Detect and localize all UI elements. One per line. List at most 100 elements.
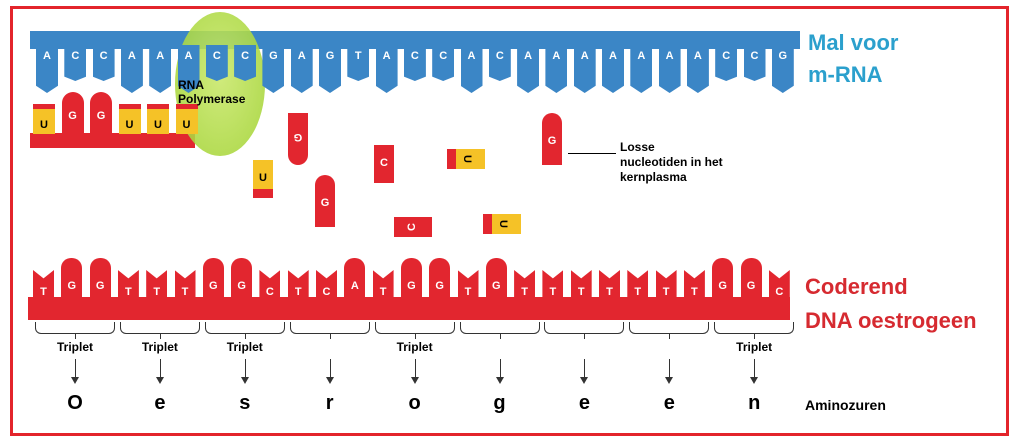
template-base: A — [290, 45, 313, 93]
coding-base: C — [316, 270, 337, 298]
coding-base: T — [627, 270, 649, 298]
template-base: A — [149, 45, 172, 93]
coding-base: T — [599, 270, 620, 298]
arrow-icon — [155, 359, 164, 384]
brace-tip — [329, 333, 331, 339]
coding-base: T — [287, 270, 309, 298]
template-base: C — [743, 45, 766, 81]
brace-tip — [499, 333, 501, 339]
arrow-icon — [71, 359, 79, 384]
coding-base: T — [542, 270, 564, 298]
free-nucleotide: U — [253, 160, 273, 198]
coding-base: T — [514, 270, 536, 298]
coding-base: G — [231, 258, 253, 298]
brace-tip — [414, 333, 416, 339]
amino-acid: e — [154, 392, 166, 414]
free-label-1: Losse — [620, 140, 655, 154]
free-label-2: nucleotiden in het — [620, 155, 723, 169]
template-base: G — [262, 45, 285, 93]
mrna-backbone — [30, 133, 195, 148]
template-base: A — [517, 45, 540, 93]
template-base: A — [573, 45, 596, 93]
coding-base: T — [33, 270, 54, 298]
brace-tip — [669, 333, 671, 339]
arrow-icon — [495, 359, 504, 384]
arrow-icon — [750, 359, 759, 384]
coding-backbone — [28, 297, 790, 320]
polymerase-label-1: RNA — [178, 78, 204, 92]
coding-base: T — [570, 270, 592, 298]
template-base: G — [771, 45, 794, 93]
template-base: A — [686, 45, 709, 93]
polymerase-label-2: Polymerase — [178, 92, 246, 106]
amino-acid: n — [748, 392, 761, 414]
coding-base: T — [683, 270, 705, 298]
template-base: A — [545, 45, 568, 93]
brace-tip — [244, 333, 246, 339]
template-base: T — [347, 45, 370, 81]
free-label-3: kernplasma — [620, 170, 687, 184]
template-base: C — [205, 45, 228, 81]
template-base: C — [432, 45, 455, 81]
arrow-icon — [410, 359, 419, 384]
template-base: A — [658, 45, 681, 93]
free-nucleotide: C — [374, 145, 394, 183]
amino-acid: g — [493, 392, 506, 414]
template-base: A — [602, 45, 624, 93]
template-base: A — [375, 45, 398, 93]
amino-label: Aminozuren — [805, 397, 886, 413]
coding-base: G — [400, 258, 422, 298]
coding-base: G — [429, 258, 451, 298]
coding-label-2: DNA oestrogeen — [805, 308, 977, 333]
free-nucleotide: C — [394, 217, 432, 237]
free-nucleotide: U — [483, 214, 521, 234]
triplet-label: Triplet — [226, 340, 263, 354]
coding-label-1: Coderend — [805, 274, 908, 299]
triplet-label: Triplet — [736, 340, 773, 354]
template-base: C — [488, 45, 511, 81]
coding-base: G — [712, 258, 734, 298]
amino-acid: e — [578, 392, 590, 414]
coding-base: G — [89, 258, 111, 298]
coding-base: C — [259, 270, 281, 298]
coding-base: A — [344, 258, 366, 298]
template-label-1: Mal voor — [808, 30, 899, 55]
amino-acid: e — [663, 392, 675, 414]
template-base: C — [715, 45, 738, 81]
free-nucleotide: G — [315, 175, 335, 227]
triplet-label: Triplet — [396, 340, 433, 354]
arrow-icon — [665, 359, 674, 384]
frame-border — [10, 6, 1009, 436]
mrna-base: U — [175, 104, 198, 134]
free-nucleotide: U — [447, 149, 485, 169]
coding-base: T — [372, 270, 394, 298]
mrna-base: U — [118, 104, 141, 134]
amino-acid: s — [239, 392, 251, 414]
arrow-icon — [240, 359, 249, 384]
template-base: C — [92, 45, 115, 81]
coding-base: T — [655, 270, 677, 298]
free-nucleotides-label: Losse nucleotiden in het kernplasma — [620, 140, 723, 185]
polymerase-label: RNA Polymerase — [178, 78, 245, 106]
pointer-line — [568, 153, 616, 154]
amino-acid: r — [325, 392, 334, 414]
coding-base: T — [174, 270, 196, 298]
template-base: G — [319, 45, 341, 93]
coding-base: T — [146, 270, 168, 298]
mrna-base: U — [33, 104, 55, 134]
coding-base: C — [768, 270, 790, 298]
free-nucleotide: G — [542, 113, 562, 165]
template-base: A — [177, 45, 200, 93]
template-base: A — [630, 45, 653, 93]
mrna-base: U — [147, 104, 169, 134]
brace-tip — [75, 333, 76, 339]
template-base: C — [403, 45, 426, 81]
amino-acid: O — [67, 392, 83, 414]
coding-base: T — [457, 270, 479, 298]
arrow-icon — [580, 359, 589, 384]
coding-base: T — [117, 270, 139, 298]
brace-tip — [159, 333, 161, 339]
template-base: A — [460, 45, 483, 93]
mrna-base: G — [61, 92, 84, 134]
